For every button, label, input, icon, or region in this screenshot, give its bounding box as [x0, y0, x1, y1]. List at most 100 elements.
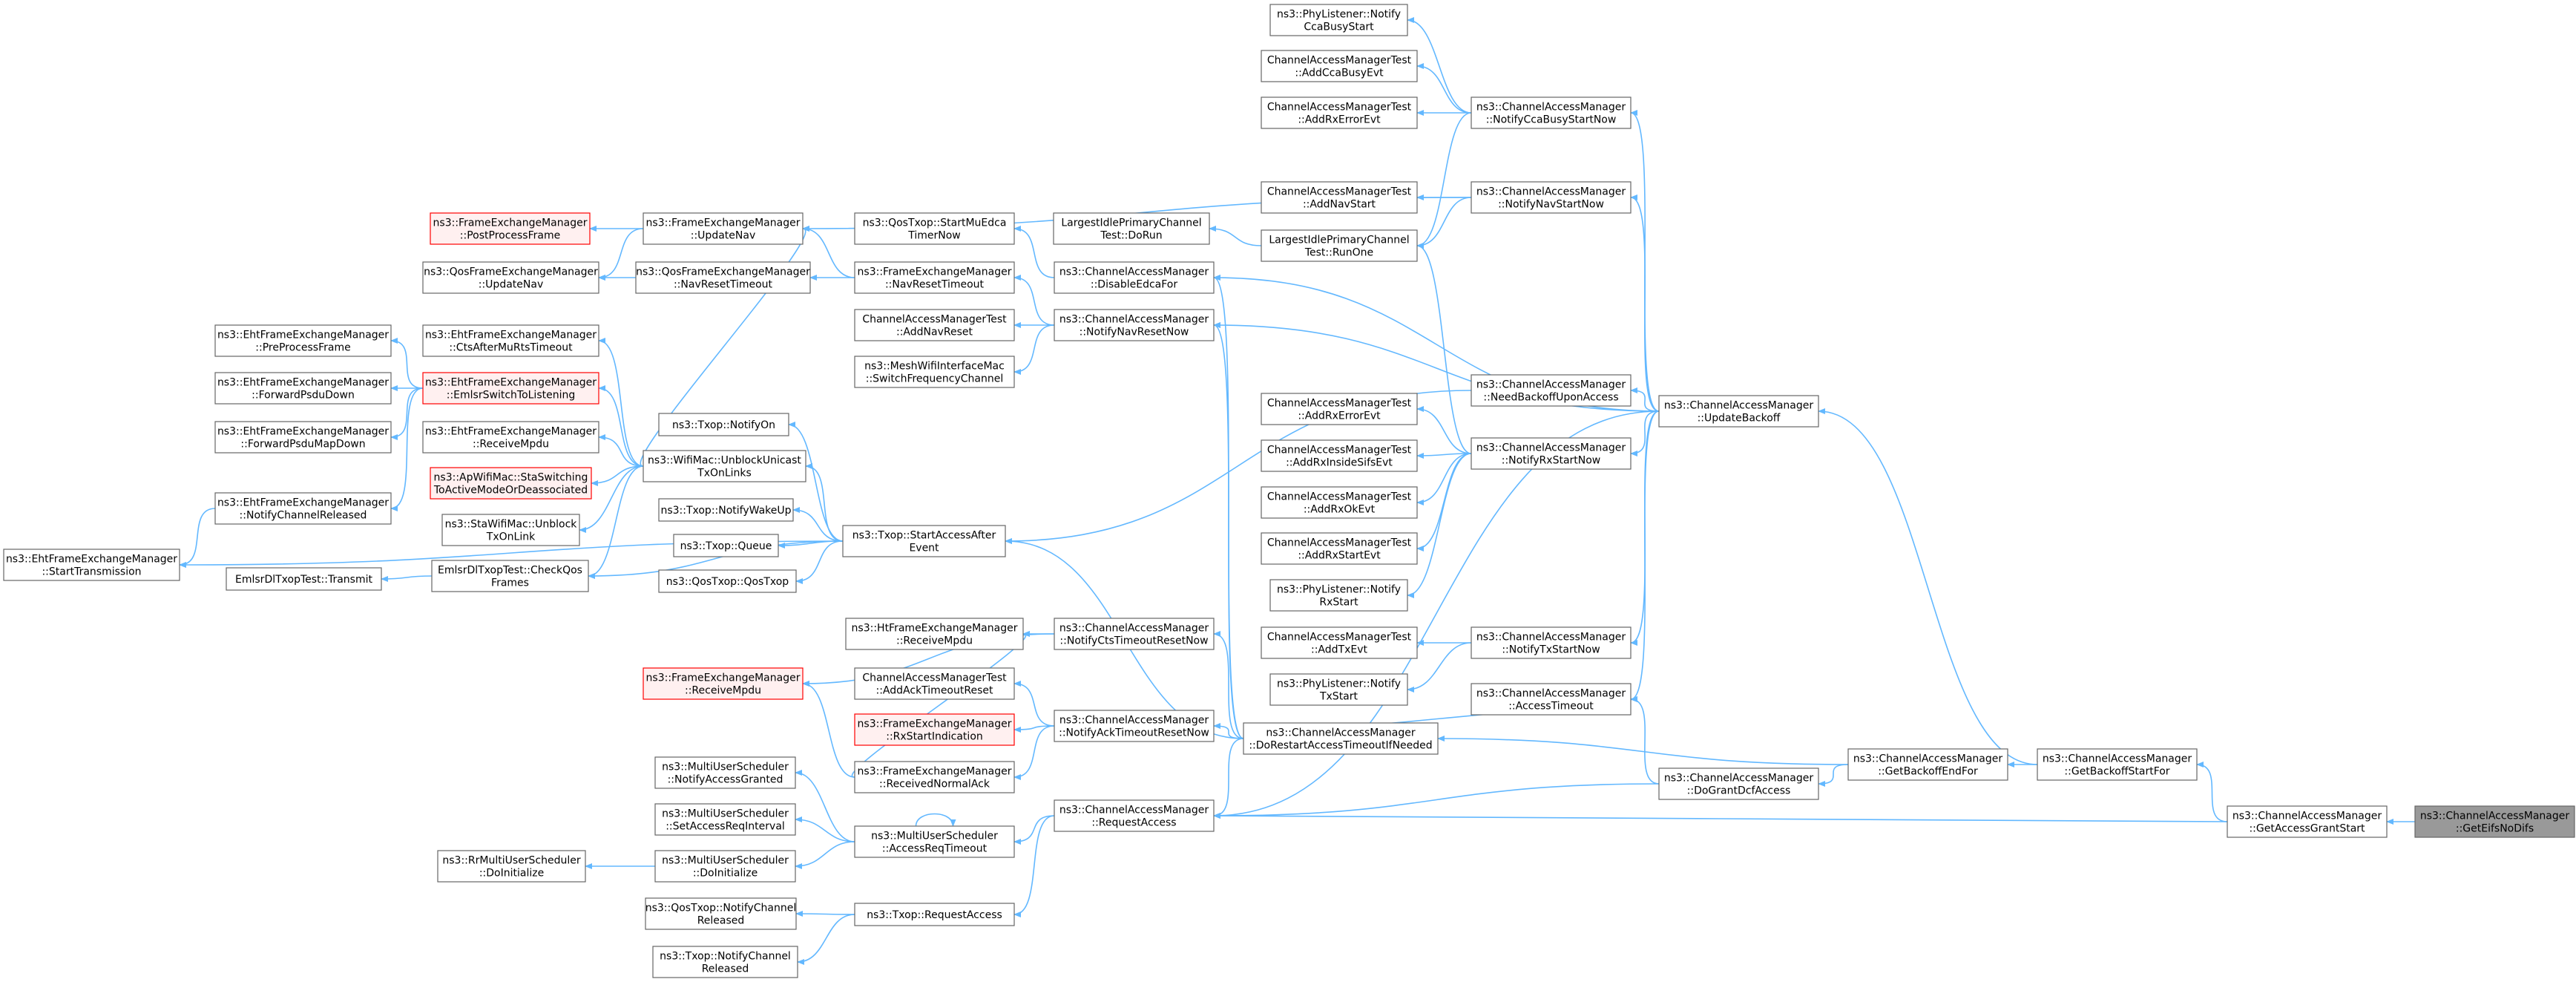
node-box[interactable]	[2414, 805, 2575, 838]
node-box[interactable]	[1471, 96, 1632, 129]
graph-node-htfemReceiveMpdu[interactable]: ns3::HtFrameExchangeManager::ReceiveMpdu	[845, 618, 1024, 650]
graph-node-testAddRxErrorEvt[interactable]: ChannelAccessManagerTest::AddRxErrorEvt	[1261, 393, 1418, 425]
graph-node-apStaSwitching[interactable]: ns3::ApWifiMac::StaSwitchingToActiveMode…	[430, 467, 592, 500]
node-box[interactable]	[854, 356, 1015, 388]
graph-node-testAddAckTimeoutReset[interactable]: ChannelAccessManagerTest::AddAckTimeoutR…	[854, 667, 1015, 700]
node-box[interactable]	[654, 803, 796, 836]
graph-node-ehtCtsAfterMuRts[interactable]: ns3::EhtFrameExchangeManager::CtsAfterMu…	[422, 324, 599, 357]
graph-node-doGrantDcfAccess[interactable]: ns3::ChannelAccessManager::DoGrantDcfAcc…	[1658, 767, 1819, 800]
node-box[interactable]	[441, 514, 580, 546]
node-box[interactable]	[430, 467, 592, 500]
graph-node-requestAccess[interactable]: ns3::ChannelAccessManager::RequestAccess	[1054, 799, 1215, 832]
node-box[interactable]	[854, 212, 1015, 245]
graph-node-muAccessReqTimeout[interactable]: ns3::MultiUserScheduler::AccessReqTimeou…	[854, 825, 1015, 858]
graph-node-phyNotifyRxStart[interactable]: ns3::PhyListener::NotifyRxStart	[1269, 579, 1408, 612]
graph-node-getBackoffEndFor[interactable]: ns3::ChannelAccessManager::GetBackoffEnd…	[1847, 748, 2008, 781]
graph-node-notifyCcaBusyStartNow[interactable]: ns3::ChannelAccessManager::NotifyCcaBusy…	[1471, 96, 1632, 129]
node-box[interactable]	[1054, 618, 1215, 650]
graph-node-disableEdcaFor[interactable]: ns3::ChannelAccessManager::DisableEdcaFo…	[1054, 261, 1215, 294]
node-box[interactable]	[1471, 626, 1632, 659]
graph-node-rrDoInitialize[interactable]: ns3::RrMultiUserScheduler::DoInitialize	[437, 850, 586, 883]
node-box[interactable]	[430, 212, 591, 245]
graph-node-ehtPreProcessFrame[interactable]: ns3::EhtFrameExchangeManager::PreProcess…	[214, 324, 392, 357]
graph-node-notifyNavStartNow[interactable]: ns3::ChannelAccessManager::NotifyNavStar…	[1471, 181, 1632, 214]
graph-node-notifyAckTimeoutResetNow[interactable]: ns3::ChannelAccessManager::NotifyAckTime…	[1054, 710, 1215, 742]
graph-node-femReceiveMpdu[interactable]: ns3::FrameExchangeManager::ReceiveMpdu	[643, 667, 804, 700]
node-box[interactable]	[1261, 439, 1418, 472]
graph-node-txopQueue[interactable]: ns3::Txop::Queue	[673, 534, 779, 557]
graph-node-muNotifyAccessGranted[interactable]: ns3::MultiUserScheduler::NotifyAccessGra…	[654, 756, 796, 789]
node-box[interactable]	[1261, 626, 1418, 659]
graph-node-muSetAccessReqInterval[interactable]: ns3::MultiUserScheduler::SetAccessReqInt…	[654, 803, 796, 836]
node-box[interactable]	[214, 421, 392, 454]
graph-node-getBackoffStartFor[interactable]: ns3::ChannelAccessManager::GetBackoffSta…	[2037, 748, 2198, 781]
node-box[interactable]	[226, 567, 382, 591]
node-box[interactable]	[673, 534, 779, 557]
node-box[interactable]	[437, 850, 586, 883]
node-box[interactable]	[422, 372, 599, 405]
node-box[interactable]	[643, 667, 804, 700]
node-box[interactable]	[854, 903, 1015, 926]
node-box[interactable]	[1658, 395, 1819, 428]
graph-node-qfemNavResetTimeout[interactable]: ns3::QosFrameExchangeManager::NavResetTi…	[635, 261, 811, 294]
node-box[interactable]	[2037, 748, 2198, 781]
graph-node-updateBackoff[interactable]: ns3::ChannelAccessManager::UpdateBackoff	[1658, 395, 1819, 428]
node-box[interactable]	[854, 713, 1015, 746]
node-box[interactable]	[1269, 579, 1408, 612]
node-box[interactable]	[1261, 181, 1418, 214]
node-box[interactable]	[1243, 722, 1439, 755]
graph-node-ehtNotifyChannelReleased[interactable]: ns3::EhtFrameExchangeManager::NotifyChan…	[214, 492, 392, 525]
node-box[interactable]	[422, 324, 599, 357]
node-box[interactable]	[643, 450, 806, 482]
node-box[interactable]	[658, 569, 797, 593]
node-box[interactable]	[658, 413, 789, 436]
graph-node-qosTxopQosTxop[interactable]: ns3::QosTxop::QosTxop	[658, 569, 797, 593]
graph-node-getEifsNoDifs[interactable]: ns3::ChannelAccessManager::GetEifsNoDifs	[2414, 805, 2575, 838]
node-box[interactable]	[1658, 767, 1819, 800]
graph-node-accessTimeout[interactable]: ns3::ChannelAccessManager::AccessTimeout	[1471, 683, 1632, 716]
graph-node-meshSwitchFrequency[interactable]: ns3::MeshWifiInterfaceMac::SwitchFrequen…	[854, 356, 1015, 388]
node-box[interactable]	[652, 946, 798, 978]
node-box[interactable]	[1261, 50, 1418, 82]
node-box[interactable]	[1054, 799, 1215, 832]
graph-node-phyNotifyTxStart[interactable]: ns3::PhyListener::NotifyTxStart	[1269, 673, 1408, 706]
node-box[interactable]	[422, 421, 599, 454]
node-box[interactable]	[1054, 309, 1215, 341]
node-box[interactable]	[1261, 486, 1418, 519]
node-box[interactable]	[3, 549, 180, 581]
node-box[interactable]	[854, 309, 1015, 341]
graph-node-femUpdateNav[interactable]: ns3::FrameExchangeManager::UpdateNav	[643, 212, 804, 245]
graph-node-ehtForwardPsduMapDown[interactable]: ns3::EhtFrameExchangeManager::ForwardPsd…	[214, 421, 392, 454]
node-box[interactable]	[1054, 261, 1215, 294]
graph-node-ehtEmlsrSwitch[interactable]: ns3::EhtFrameExchangeManager::EmlsrSwitc…	[422, 372, 599, 405]
graph-node-femReceivedNormalAck[interactable]: ns3::FrameExchangeManager::ReceivedNorma…	[854, 761, 1015, 793]
graph-node-getAccessGrantStart[interactable]: ns3::ChannelAccessManager::GetAccessGran…	[2227, 805, 2388, 838]
graph-node-notifyNavResetNow[interactable]: ns3::ChannelAccessManager::NotifyNavRese…	[1054, 309, 1215, 341]
node-box[interactable]	[1269, 4, 1408, 36]
graph-node-notifyCtsTimeoutResetNow[interactable]: ns3::ChannelAccessManager::NotifyCtsTime…	[1054, 618, 1215, 650]
node-box[interactable]	[845, 618, 1024, 650]
graph-node-femNavResetTimeout[interactable]: ns3::FrameExchangeManager::NavResetTimeo…	[854, 261, 1015, 294]
node-box[interactable]	[645, 897, 797, 930]
node-box[interactable]	[658, 498, 794, 522]
graph-node-testAddNavStart[interactable]: ChannelAccessManagerTest::AddNavStart	[1261, 181, 1418, 214]
graph-node-qfemUpdateNav[interactable]: ns3::QosFrameExchangeManager::UpdateNav	[422, 261, 599, 294]
node-box[interactable]	[1847, 748, 2008, 781]
graph-node-qosTxopNotifyChannelReleased[interactable]: ns3::QosTxop::NotifyChannelReleased	[645, 897, 797, 930]
graph-node-txopNotifyChannelReleased[interactable]: ns3::Txop::NotifyChannelReleased	[652, 946, 798, 978]
node-box[interactable]	[214, 372, 392, 405]
graph-node-testAddCcaBusyEvt[interactable]: ChannelAccessManagerTest::AddCcaBusyEvt	[1261, 50, 1418, 82]
node-box[interactable]	[654, 756, 796, 789]
node-box[interactable]	[1261, 532, 1418, 565]
node-box[interactable]	[422, 261, 599, 294]
graph-node-ehtForwardPsduDown[interactable]: ns3::EhtFrameExchangeManager::ForwardPsd…	[214, 372, 392, 405]
node-box[interactable]	[842, 525, 1006, 557]
node-box[interactable]	[654, 850, 796, 883]
graph-node-notifyRxStartNow[interactable]: ns3::ChannelAccessManager::NotifyRxStart…	[1471, 437, 1632, 470]
